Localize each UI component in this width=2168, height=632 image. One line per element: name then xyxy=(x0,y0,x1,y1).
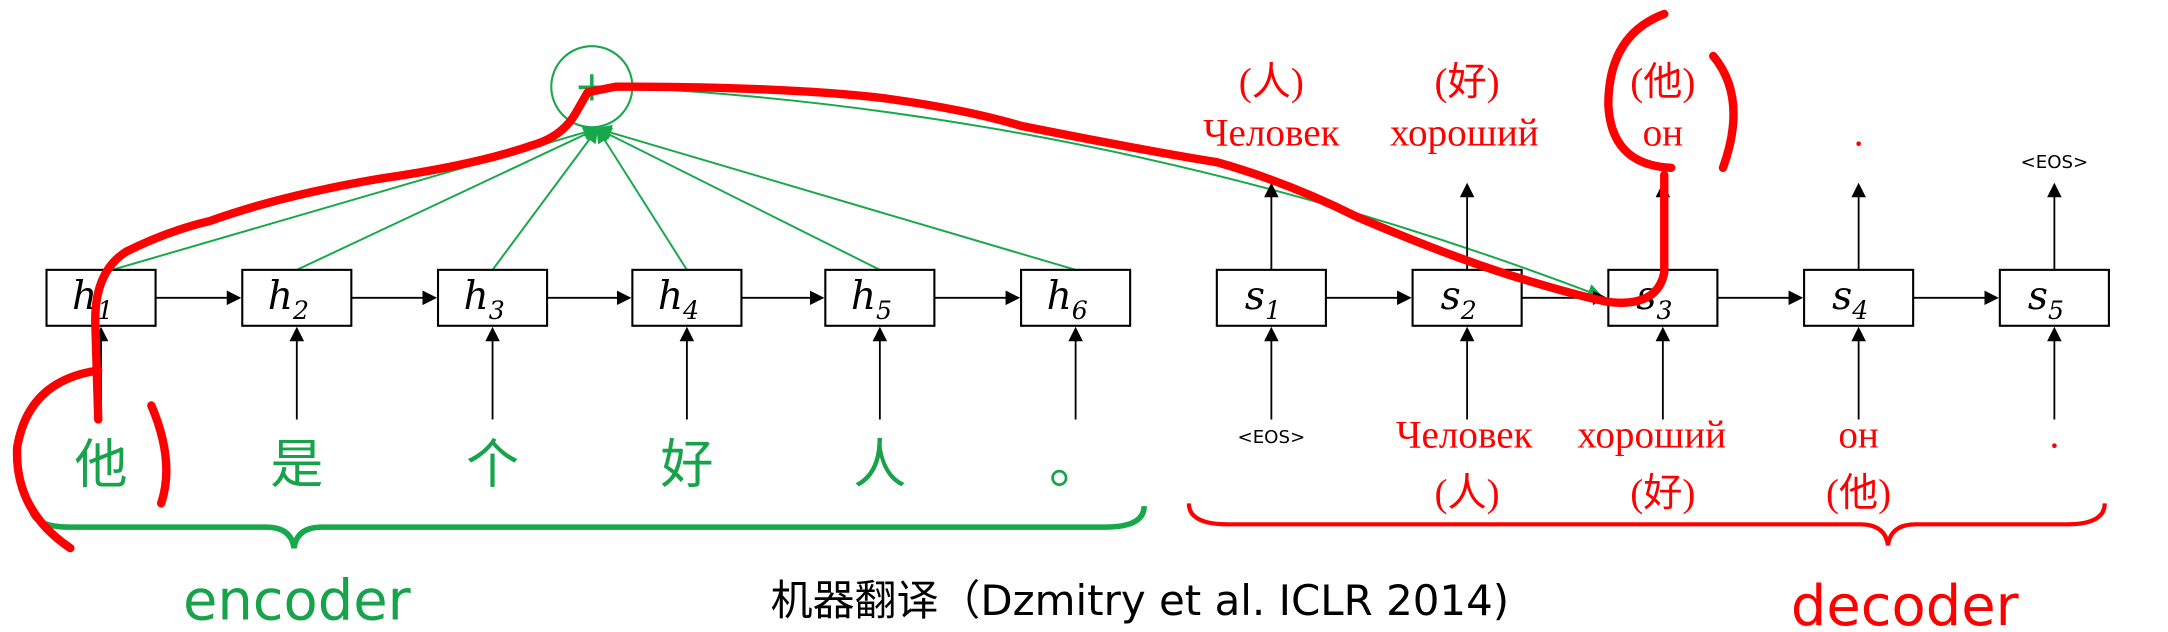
decoder-output-token: <EOS> xyxy=(2021,152,2089,173)
handdrawn-circle-output-ta xyxy=(1604,9,1738,172)
decoder-input-token: <EOS> xyxy=(1238,427,1306,448)
decoder-brace xyxy=(1186,503,2107,546)
decoder-output-gloss: (他) xyxy=(1630,61,1695,104)
decoder-output-token: Человек xyxy=(1203,111,1341,154)
decoder-output-gloss: (好) xyxy=(1435,61,1500,104)
attention-weight-line xyxy=(595,127,881,271)
attention-weight-line xyxy=(296,127,600,271)
encoder-hidden-state-box xyxy=(436,268,549,327)
source-token: 他 xyxy=(74,433,127,495)
diagram-title: 机器翻译（Dzmitry et al. ICLR 2014) xyxy=(771,576,1510,625)
decoder-input-gloss: (他) xyxy=(1826,472,1891,515)
encoder-hidden-state-box xyxy=(824,268,936,327)
decoder-state-label: s1 xyxy=(1245,274,1281,325)
decoder-input-token: он xyxy=(1838,413,1879,456)
attention-weight-line xyxy=(595,125,1076,271)
source-token: 。 xyxy=(1049,433,1102,495)
handdrawn-circle-input-ta xyxy=(12,366,171,553)
source-token: 人 xyxy=(853,433,906,495)
encoder-hidden-state-box xyxy=(1020,268,1132,327)
attention-weight-line xyxy=(491,127,599,271)
handdrawn-attention-trace xyxy=(91,82,1669,424)
source-token: 好 xyxy=(660,433,713,495)
encoder-label: encoder xyxy=(183,568,411,632)
decoder-input-gloss: (好) xyxy=(1630,472,1695,515)
decoder-input-token: Человек xyxy=(1396,413,1534,456)
source-token: 是 xyxy=(270,433,323,495)
decoder-input-token: . xyxy=(2049,413,2059,456)
decoder-input-gloss: (人) xyxy=(1435,472,1500,515)
attention-weight-line xyxy=(596,126,688,271)
decoder-state-box xyxy=(1411,268,1523,327)
decoder-input-token: хороший xyxy=(1577,413,1726,456)
source-token: 个 xyxy=(466,433,519,495)
decoder-output-token: он xyxy=(1643,111,1684,154)
decoder-state-box xyxy=(1215,268,1327,327)
decoder-state-box xyxy=(1803,268,1915,327)
encoder-hidden-state-box xyxy=(241,268,353,327)
encoder-state-label: h4 xyxy=(658,274,699,325)
decoder-output-token: . xyxy=(1854,111,1864,154)
encoder-brace xyxy=(28,505,1147,549)
context-vector-line xyxy=(615,85,1604,299)
decoder-label: decoder xyxy=(1791,574,2019,632)
decoder-output-token: хороший xyxy=(1390,111,1539,154)
encoder-hidden-state-box xyxy=(631,268,743,327)
decoder-state-box xyxy=(1998,268,2110,327)
decoder-output-gloss: (人) xyxy=(1239,61,1304,104)
